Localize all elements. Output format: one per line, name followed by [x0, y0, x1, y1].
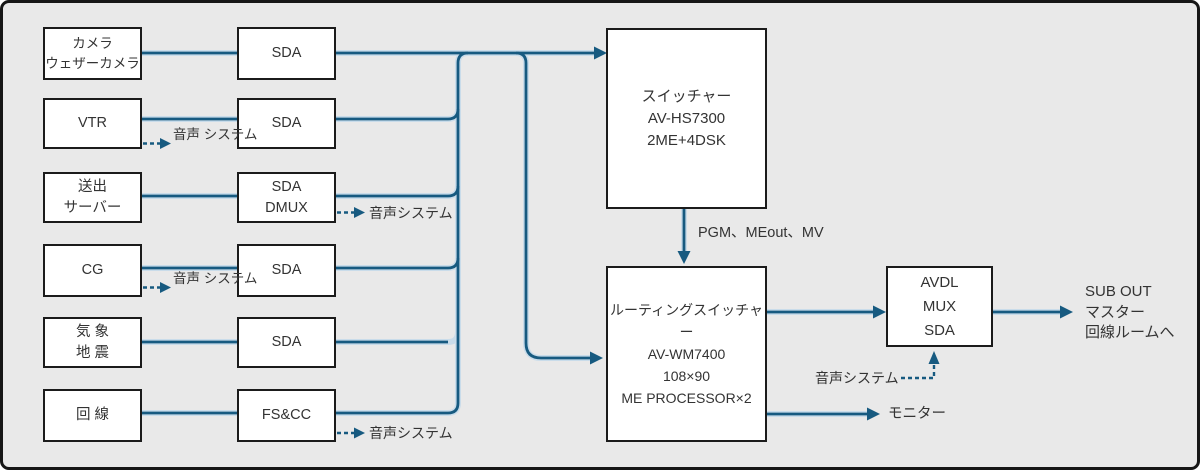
- label-audio-system-vtr: 音声 システム: [173, 127, 257, 143]
- arrowhead-router-input: [590, 351, 603, 365]
- label-subout-2: マスター: [1085, 303, 1146, 321]
- label-subout-1: SUB OUT: [1085, 283, 1152, 300]
- label-subout-3: 回線ルームへ: [1085, 324, 1175, 341]
- arrowhead-subout: [1060, 305, 1073, 319]
- label-audio-cg-1: 音声: [173, 271, 200, 286]
- node-router-label-2: AV-WM7400: [647, 346, 726, 362]
- node-router-label-3: 108×90: [662, 368, 711, 384]
- node-avdl-label-3: SDA: [924, 321, 955, 339]
- label-audio-system-fscc: 音声システム: [369, 425, 453, 441]
- node-camera-label-2: ウェザーカメラ: [45, 55, 140, 71]
- arrowhead-pgm-down: [677, 251, 691, 264]
- node-switcher-label-1: スイッチャー: [641, 87, 732, 105]
- label-audio-vtr-1: 音声: [173, 127, 200, 142]
- node-switcher-label-2: AV-HS7300: [647, 109, 726, 127]
- arrowhead-avdl-input: [873, 305, 886, 319]
- arrowhead-avdl-audio: [928, 351, 940, 364]
- arrowhead-vtr-audio: [160, 138, 171, 149]
- node-sda-cg: SDA: [237, 244, 336, 297]
- edge-bus-main: [336, 51, 469, 415]
- wires: [142, 46, 1073, 421]
- node-vtr-label: VTR: [78, 115, 107, 132]
- node-sda-dmux-label-2: DMUX: [265, 199, 308, 216]
- arrowhead-fscc-audio: [354, 427, 365, 439]
- node-sda-dmux: SDA DMUX: [237, 172, 336, 223]
- label-audio-system-dmux: 音声システム: [369, 205, 453, 221]
- node-cg: CG: [43, 244, 142, 297]
- label-monitor: モニター: [888, 406, 946, 422]
- node-router-label-1: ルーティングスイッチャー: [609, 302, 764, 340]
- node-avdl-label-1: AVDL: [920, 273, 959, 291]
- node-sda-weather-label: SDA: [271, 334, 302, 351]
- node-server-label-1: 送出: [78, 178, 107, 195]
- node-switcher: スイッチャー AV-HS7300 2ME+4DSK: [606, 28, 767, 209]
- node-routing-switcher: ルーティングスイッチャー AV-WM7400 108×90 ME PROCESS…: [606, 266, 767, 442]
- arrowhead-switcher-input: [594, 46, 607, 60]
- node-circuit: 回 線: [43, 389, 142, 442]
- edge-branch-to-router: [515, 51, 591, 360]
- node-sda-weather: SDA: [237, 317, 336, 368]
- node-cg-label: CG: [81, 262, 104, 279]
- node-sda-camera-label: SDA: [271, 45, 302, 62]
- edge-avdl-audio: [901, 362, 936, 380]
- label-audio-system-cg: 音声 システム: [173, 271, 257, 287]
- arrowhead-dmux-audio: [354, 207, 365, 218]
- node-weather-label-2: 地 震: [75, 344, 110, 361]
- node-sda-dmux-label-1: SDA: [271, 178, 302, 195]
- arrowhead-cg-audio: [160, 282, 171, 293]
- node-avdl-mux-sda: AVDL MUX SDA: [886, 266, 993, 347]
- node-sda-cg-label: SDA: [271, 262, 302, 279]
- wiring-layer: [139, 46, 1073, 439]
- node-vtr: VTR: [43, 98, 142, 149]
- label-audio-cg-2: システム: [203, 271, 258, 286]
- node-weather-label-1: 気 象: [75, 323, 110, 340]
- arrowhead-monitor: [867, 407, 880, 421]
- label-audio-vtr-2: システム: [203, 127, 258, 142]
- node-avdl-label-2: MUX: [922, 297, 957, 315]
- node-switcher-label-3: 2ME+4DSK: [647, 131, 726, 149]
- label-sub-out: SUB OUT マスター 回線ルームへ: [1085, 282, 1175, 344]
- node-sda-vtr-label: SDA: [271, 115, 302, 132]
- node-fscc-label: FS&CC: [261, 407, 312, 424]
- node-sda-camera: SDA: [237, 27, 336, 80]
- audio-dashed-wires: [143, 138, 940, 439]
- node-router-label-4: ME PROCESSOR×2: [621, 390, 752, 406]
- node-sda-vtr: SDA: [237, 98, 336, 149]
- label-audio-system-avdl: 音声システム: [815, 370, 899, 386]
- node-circuit-label: 回 線: [75, 407, 110, 424]
- label-pgm-meout-mv: PGM、MEout、MV: [698, 225, 824, 241]
- node-server-label-2: サーバー: [63, 199, 122, 216]
- node-server: 送出 サーバー: [43, 172, 142, 223]
- node-camera: カメラ ウェザーカメラ: [43, 27, 142, 80]
- node-weather-earthquake: 気 象 地 震: [43, 317, 142, 368]
- node-fscc: FS&CC: [237, 389, 336, 442]
- node-camera-label-1: カメラ: [72, 36, 113, 52]
